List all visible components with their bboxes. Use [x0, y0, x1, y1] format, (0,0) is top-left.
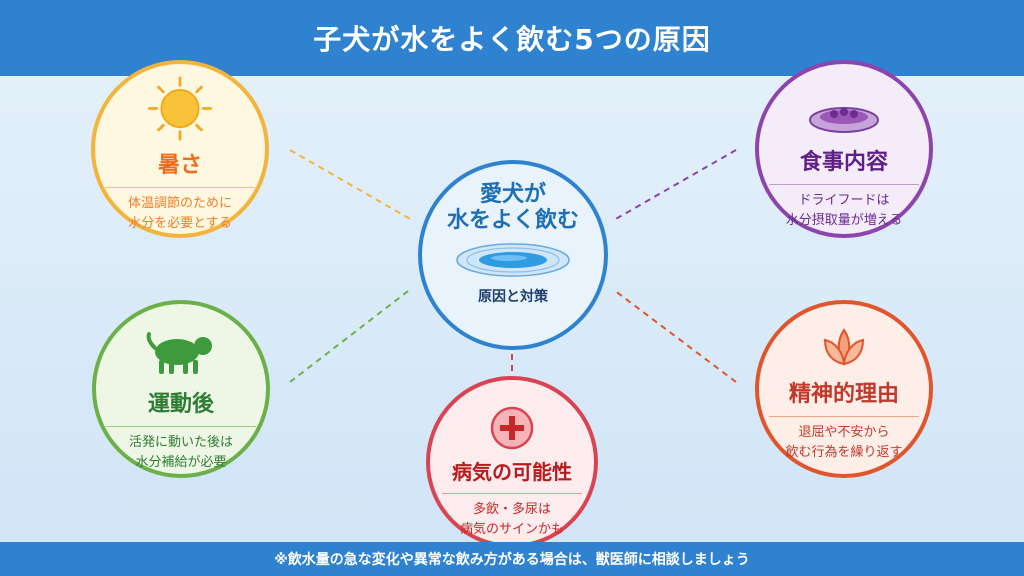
cause-desc-line2: 飲む行為を繰り返す — [785, 445, 903, 460]
food-bowl-icon — [809, 107, 879, 133]
cause-desc-line1: ドライフードは — [798, 193, 890, 208]
cause-exercise: 運動後 活発に動いた後は 水分補給が必要 — [92, 300, 270, 478]
dog-icon — [146, 332, 212, 374]
page-title: 子犬が水をよく飲む5つの原因 — [313, 23, 711, 56]
divider — [442, 493, 582, 494]
center-title: 愛犬が 水をよく飲む — [447, 182, 579, 234]
cause-desc-line2: 病気のサインかも — [459, 522, 564, 537]
cause-desc-line1: 退屈や不安から — [798, 425, 890, 440]
center-title-line2: 水をよく飲む — [446, 208, 579, 233]
footer-note: ※飲水量の急な変化や異常な飲み方がある場合は、獣医師に相談しましょう — [274, 552, 750, 568]
cause-title: 暑さ — [157, 153, 202, 179]
divider — [105, 187, 255, 188]
connector-heat — [289, 149, 413, 221]
medical-cross-icon — [490, 406, 534, 450]
cause-title: 食事内容 — [799, 150, 888, 175]
connector-mental — [613, 289, 737, 383]
center-topic: 愛犬が 水をよく飲む 原因と対策 — [418, 160, 608, 350]
cause-desc-line2: 水分を必要とする — [128, 216, 232, 231]
cause-title: 運動後 — [147, 392, 214, 417]
cause-illness: 病気の可能性 多飲・多尿は 病気のサインかも — [426, 376, 598, 548]
center-title-line1: 愛犬が — [479, 182, 546, 207]
divider — [106, 426, 256, 427]
cause-desc-line1: 多飲・多尿は — [472, 502, 551, 517]
sun-icon — [147, 76, 213, 141]
center-subtitle: 原因と対策 — [478, 289, 548, 305]
connector-food — [613, 149, 737, 221]
cause-mental: 精神的理由 退屈や不安から 飲む行為を繰り返す — [755, 300, 933, 478]
cause-title: 病気の可能性 — [452, 460, 572, 484]
cause-title: 精神的理由 — [788, 382, 899, 407]
cause-heat: 暑さ 体温調節のために 水分を必要とする — [91, 60, 269, 238]
lotus-icon — [823, 328, 865, 366]
connector-exercise — [289, 287, 413, 383]
water-bowl-icon — [456, 243, 570, 277]
cause-desc-line2: 水分摂取量が増える — [785, 213, 903, 228]
footer-banner: ※飲水量の急な変化や異常な飲み方がある場合は、獣医師に相談しましょう — [0, 542, 1024, 576]
divider — [769, 184, 919, 185]
cause-desc-line1: 活発に動いた後は — [128, 435, 233, 450]
cause-desc-line1: 体温調節のために — [127, 196, 232, 211]
divider — [769, 416, 919, 417]
cause-desc-line2: 水分補給が必要 — [135, 455, 227, 470]
cause-food: 食事内容 ドライフードは 水分摂取量が増える — [755, 60, 933, 238]
